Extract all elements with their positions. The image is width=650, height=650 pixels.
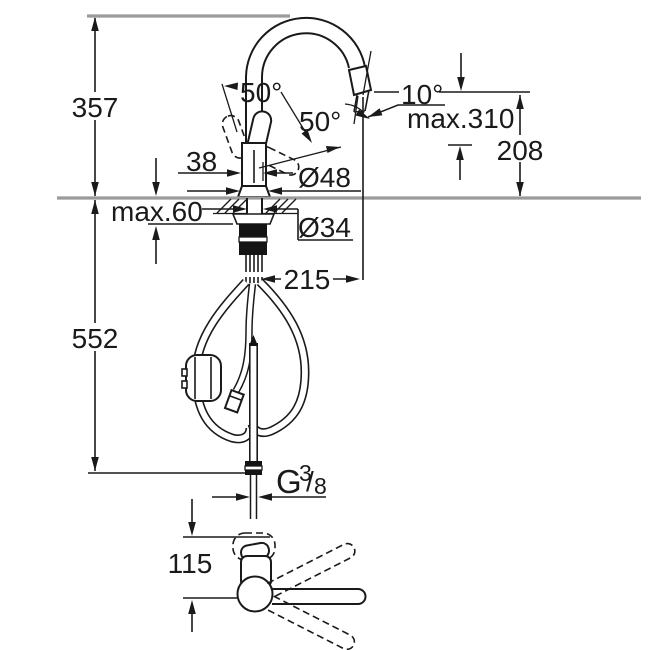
dim-552: 552: [70, 200, 246, 474]
reference-lines: [57, 14, 641, 200]
supply-pipe: [244, 335, 263, 519]
lever-dashed-up-position: [221, 114, 250, 159]
outlet-line-right: [364, 89, 370, 112]
thread-denominator-label: 8: [314, 473, 327, 499]
thread-numerator-label: 3: [299, 460, 312, 486]
dim-max310: max.310: [367, 53, 514, 180]
dim-dia34-label: Ø34: [298, 212, 351, 243]
dim-38-label: 38: [186, 146, 217, 177]
thread-slash-label: /: [306, 466, 314, 497]
hose-weight: [181, 354, 222, 402]
base-flange: [236, 185, 272, 198]
dim-357-label: 357: [72, 92, 119, 123]
dim-dia34: Ø34: [202, 205, 353, 243]
dim-38: 38: [178, 146, 293, 181]
dim-215: 215: [261, 95, 364, 295]
dim-50deg-front-label: 50°: [240, 77, 282, 108]
dim-50deg-side: 50°: [258, 103, 370, 169]
dim-dia48: Ø48: [187, 162, 361, 195]
faucet-top-view: [183, 532, 367, 650]
thread-g-label: G: [276, 463, 302, 500]
base-circle-top-view: [236, 575, 274, 613]
mounting-nut-bottom: [239, 242, 267, 255]
hatch-line: [281, 198, 297, 214]
dim-10deg-label: 10°: [401, 79, 443, 110]
g38-fitting: [245, 461, 262, 466]
hatch-line: [265, 198, 281, 214]
spout-top-solid: [272, 588, 367, 605]
dim-552-label: 552: [72, 323, 119, 354]
dim-max310-label: max.310: [407, 103, 514, 134]
dim-dia48-label: Ø48: [298, 162, 351, 193]
mounting-nut-top: [239, 224, 267, 237]
dim-115-label: 115: [168, 548, 213, 579]
hose-loops: [191, 278, 310, 444]
outlet-axis-line: [353, 95, 359, 125]
dim-max60: max.60: [111, 158, 233, 264]
dim-50deg-front: 50°: [221, 77, 312, 143]
spray-head: [347, 64, 373, 97]
dim-g38-thread: G 3 / 8: [212, 460, 327, 501]
mounting-nut-band: [238, 236, 268, 243]
pipe-tip: [249, 335, 258, 346]
dim-10deg: 10°: [362, 50, 443, 110]
hatch-line: [224, 198, 240, 214]
hatch-line: [216, 198, 232, 214]
dim-215-label: 215: [284, 264, 331, 295]
dim-115: 115: [168, 499, 213, 632]
dim-208: 208: [439, 91, 546, 196]
spout-arch-outer: [245, 16, 366, 78]
tilt-reference-line: [362, 50, 372, 96]
dim-max60-label: max.60: [111, 196, 203, 227]
spray-hose-connector: [223, 388, 245, 414]
mounting-washer: [231, 213, 276, 225]
mounting-assembly: [181, 198, 310, 519]
hose-bundle: [245, 255, 263, 283]
faucet-side-view: [221, 16, 373, 198]
dim-357: 357: [70, 17, 120, 196]
dim-208-label: 208: [497, 135, 544, 166]
spout-arch-inner: [261, 32, 350, 78]
dim-50deg-side-label: 50°: [299, 106, 341, 137]
outlet-line-left: [353, 94, 358, 113]
